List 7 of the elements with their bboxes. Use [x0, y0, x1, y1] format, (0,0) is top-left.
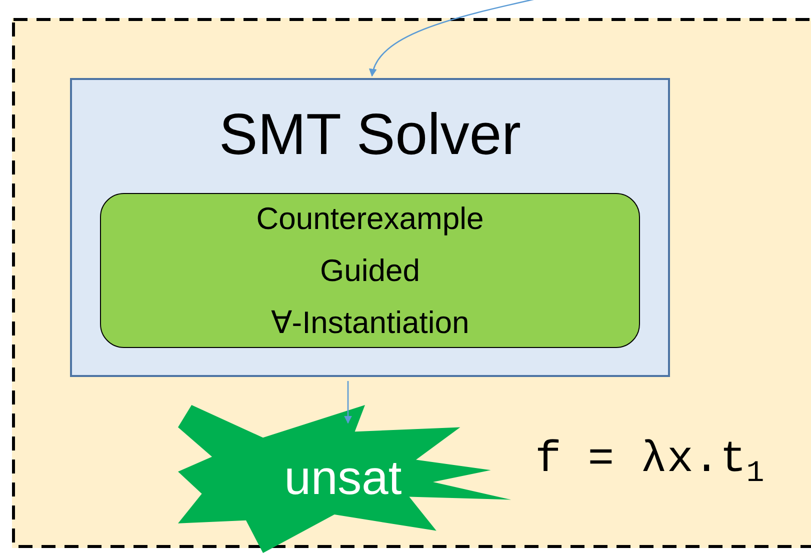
module-label: Counterexample Guided ∀-Instantiation — [255, 200, 485, 342]
solver-box — [70, 78, 670, 377]
formula-label: f = λx.t$_{1}$ — [535, 435, 764, 491]
module-box — [100, 193, 640, 348]
arrow — [344, 381, 352, 424]
result-label: unsat — [284, 450, 402, 506]
solver-title: SMT Solver — [219, 102, 521, 168]
